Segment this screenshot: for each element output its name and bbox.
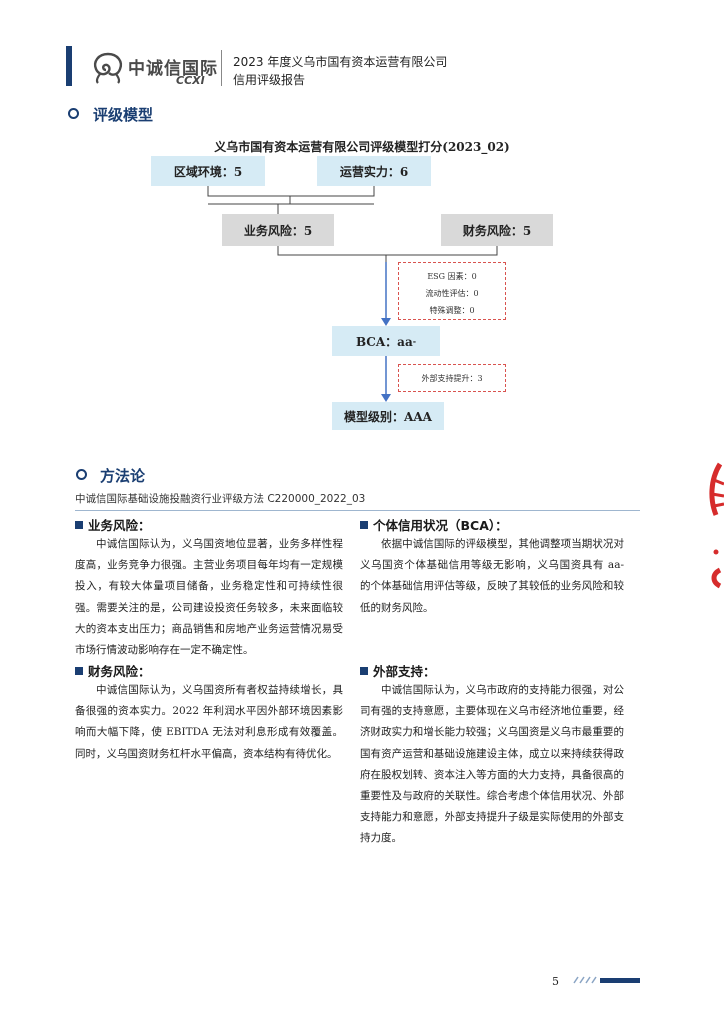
box-financial-risk: 财务风险：5 bbox=[441, 214, 553, 246]
heading-business-risk: 业务风险： bbox=[75, 515, 151, 534]
heading-bca: 个体信用状况（BCA）： bbox=[360, 515, 508, 534]
square-bullet-icon bbox=[360, 521, 368, 529]
diagram-title: 义乌市国有资本运营有限公司评级模型打分(2023_02) bbox=[214, 140, 510, 154]
section-bullet-icon bbox=[68, 108, 79, 119]
page-number: 5 bbox=[552, 975, 559, 988]
external-support-uplift: 外部支持提升：3 bbox=[421, 373, 483, 383]
body-financial-risk: 中诚信国际认为，义乌国资所有者权益持续增长，具备很强的资本实力。2022 年利润… bbox=[75, 680, 343, 765]
report-title-line1: 2023 年度义乌市国有资本运营有限公司 bbox=[233, 55, 448, 69]
external-support-box: 外部支持提升：3 bbox=[398, 364, 506, 392]
section-title-method: 方法论 bbox=[100, 467, 146, 485]
paragraph-external-support: 中诚信国际认为，义乌市政府的支持能力很强，对公司有强的支持意愿，主要体现在义乌市… bbox=[360, 684, 624, 845]
section-title-model: 评级模型 bbox=[93, 106, 154, 124]
heading-bca-text: 个体信用状况（BCA）： bbox=[373, 518, 508, 533]
bca-superscript: - bbox=[412, 336, 417, 346]
footer-stripes-icon bbox=[573, 976, 597, 984]
red-seal-stamp-icon bbox=[709, 462, 724, 589]
box-business-risk: 业务风险：5 bbox=[222, 214, 334, 246]
header-accent-bar bbox=[66, 46, 72, 86]
heading-external-support: 外部支持： bbox=[360, 661, 436, 680]
report-title-line2: 信用评级报告 bbox=[233, 73, 306, 87]
logo-text-cn: 中诚信国际 bbox=[128, 59, 218, 79]
section-bullet-icon bbox=[76, 469, 87, 480]
paragraph-business-risk: 中诚信国际认为，义乌国资地位显著，业务多样性程度高，业务竞争力很强。主营业务项目… bbox=[75, 538, 343, 657]
ccxi-logo-icon bbox=[94, 52, 122, 84]
heading-external-support-text: 外部支持： bbox=[373, 664, 436, 679]
body-external-support: 中诚信国际认为，义乌市政府的支持能力很强，对公司有强的支持意愿，主要体现在义乌市… bbox=[360, 680, 624, 850]
header-separator bbox=[221, 50, 222, 86]
footer-accent-bar bbox=[600, 978, 640, 983]
adjustments-box: ESG 因素：0 流动性评估：0 特殊调整：0 bbox=[398, 262, 506, 320]
paragraph-bca: 依据中诚信国际的评级模型，其他调整项当期状况对义乌国资个体基础信用等级无影响，义… bbox=[360, 538, 624, 614]
heading-financial-risk: 财务风险： bbox=[75, 661, 151, 680]
box-operation-strength: 运营实力：6 bbox=[317, 156, 431, 186]
box-region-environment: 区域环境：5 bbox=[151, 156, 265, 186]
divider-right bbox=[360, 510, 640, 511]
divider-left bbox=[75, 510, 365, 511]
adjust-esg: ESG 因素：0 bbox=[427, 272, 477, 281]
logo-text-en: CCXI bbox=[176, 74, 205, 87]
bca-label: BCA：aa bbox=[355, 334, 413, 349]
heading-financial-risk-text: 财务风险： bbox=[88, 664, 151, 679]
square-bullet-icon bbox=[360, 667, 368, 675]
heading-business-risk-text: 业务风险： bbox=[88, 518, 151, 533]
square-bullet-icon bbox=[75, 521, 83, 529]
body-bca: 依据中诚信国际的评级模型，其他调整项当期状况对义乌国资个体基础信用等级无影响，义… bbox=[360, 534, 624, 619]
methodology-text: 中诚信国际基础设施投融资行业评级方法 C220000_2022_03 bbox=[75, 493, 366, 505]
box-model-rating: 模型级别：AAA bbox=[332, 402, 444, 430]
body-business-risk: 中诚信国际认为，义乌国资地位显著，业务多样性程度高，业务竞争力很强。主营业务项目… bbox=[75, 534, 343, 661]
box-bca: BCA：aa- bbox=[332, 326, 440, 356]
adjust-special: 特殊调整：0 bbox=[429, 306, 475, 315]
paragraph-financial-risk: 中诚信国际认为，义乌国资所有者权益持续增长，具备很强的资本实力。2022 年利润… bbox=[75, 684, 343, 760]
square-bullet-icon bbox=[75, 667, 83, 675]
adjust-liquidity: 流动性评估：0 bbox=[425, 289, 479, 298]
